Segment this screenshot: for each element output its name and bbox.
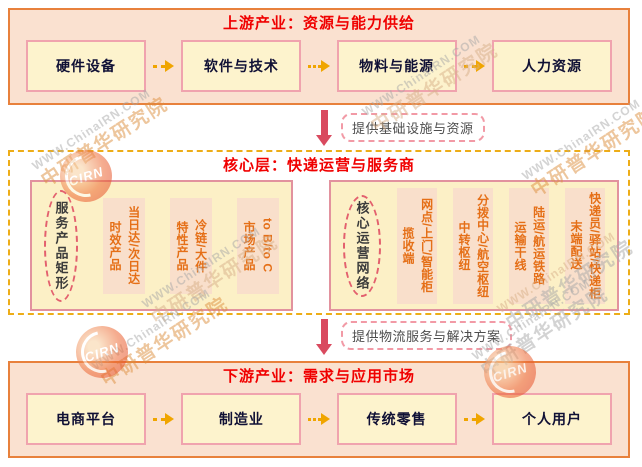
matrix-column-2: 冷链/大件 特性产品 bbox=[170, 197, 212, 294]
network-column-1: 网点/上门/智能柜 揽收端 bbox=[397, 187, 437, 304]
core-title: 核心层：快递运营与服务商 bbox=[222, 157, 415, 174]
operation-network-label: 核心运营网络 bbox=[354, 200, 370, 291]
network-column-2: 分拨中心/航空枢纽 中转枢纽 bbox=[453, 187, 493, 304]
dotted-arrow-icon bbox=[463, 60, 485, 72]
upstream-node-3: 物料与能源 bbox=[336, 40, 457, 92]
downstream-node-4: 个人用户 bbox=[491, 393, 612, 445]
downstream-node-1: 电商平台 bbox=[26, 393, 146, 445]
matrix-column-3: to B/to C 市场产品 bbox=[237, 197, 279, 294]
service-matrix-label: 服务产品矩形 bbox=[53, 200, 69, 291]
upstream-node-row: 硬件设备 软件与技术 物料与能源 人力资源 bbox=[10, 33, 628, 92]
operation-network-box: 核心运营网络 网点/上门/智能柜 揽收端 分拨中心/航空枢纽 中转枢纽 陆运/航… bbox=[329, 180, 619, 311]
operation-network-ellipse: 核心运营网络 bbox=[343, 194, 381, 297]
section-upstream: 上游产业：资源与能力供给 硬件设备 软件与技术 物料与能源 人力资源 bbox=[8, 8, 630, 105]
upstream-node-2: 软件与技术 bbox=[181, 40, 302, 92]
downstream-node-2: 制造业 bbox=[181, 393, 302, 445]
section-downstream: 下游产业：需求与应用市场 电商平台 制造业 传统零售 个人用户 bbox=[8, 361, 630, 458]
dotted-arrow-icon bbox=[153, 60, 175, 72]
dotted-arrow-icon bbox=[463, 413, 485, 425]
network-column-3: 陆运/航运铁路 运输干线 bbox=[509, 187, 549, 304]
dotted-arrow-icon bbox=[153, 413, 175, 425]
flow-label-core-to-downstream: 提供物流服务与解决方案 bbox=[341, 321, 512, 350]
section-core: 核心层：快递运营与服务商 服务产品矩形 当日达/次日达 时效产品 冷链/大件 特… bbox=[8, 150, 630, 315]
down-arrow-icon bbox=[316, 110, 332, 146]
down-arrow-icon bbox=[316, 319, 332, 355]
upstream-title: 上游产业：资源与能力供给 bbox=[222, 15, 415, 32]
upstream-node-4: 人力资源 bbox=[491, 40, 612, 92]
network-column-4: 快递员/驿站/快递柜 末端配送 bbox=[565, 187, 605, 304]
downstream-node-3: 传统零售 bbox=[336, 393, 457, 445]
matrix-column-1: 当日达/次日达 时效产品 bbox=[103, 197, 145, 294]
downstream-node-row: 电商平台 制造业 传统零售 个人用户 bbox=[10, 386, 628, 445]
service-matrix-ellipse: 服务产品矩形 bbox=[44, 189, 78, 302]
service-matrix-box: 服务产品矩形 当日达/次日达 时效产品 冷链/大件 特性产品 to B/to C… bbox=[30, 180, 293, 311]
dotted-arrow-icon bbox=[308, 413, 330, 425]
core-row: 服务产品矩形 当日达/次日达 时效产品 冷链/大件 特性产品 to B/to C… bbox=[10, 175, 628, 311]
dotted-arrow-icon bbox=[308, 60, 330, 72]
upstream-node-1: 硬件设备 bbox=[26, 40, 146, 92]
flow-label-upstream-to-core: 提供基础设施与资源 bbox=[341, 113, 485, 142]
downstream-title: 下游产业：需求与应用市场 bbox=[222, 368, 415, 385]
